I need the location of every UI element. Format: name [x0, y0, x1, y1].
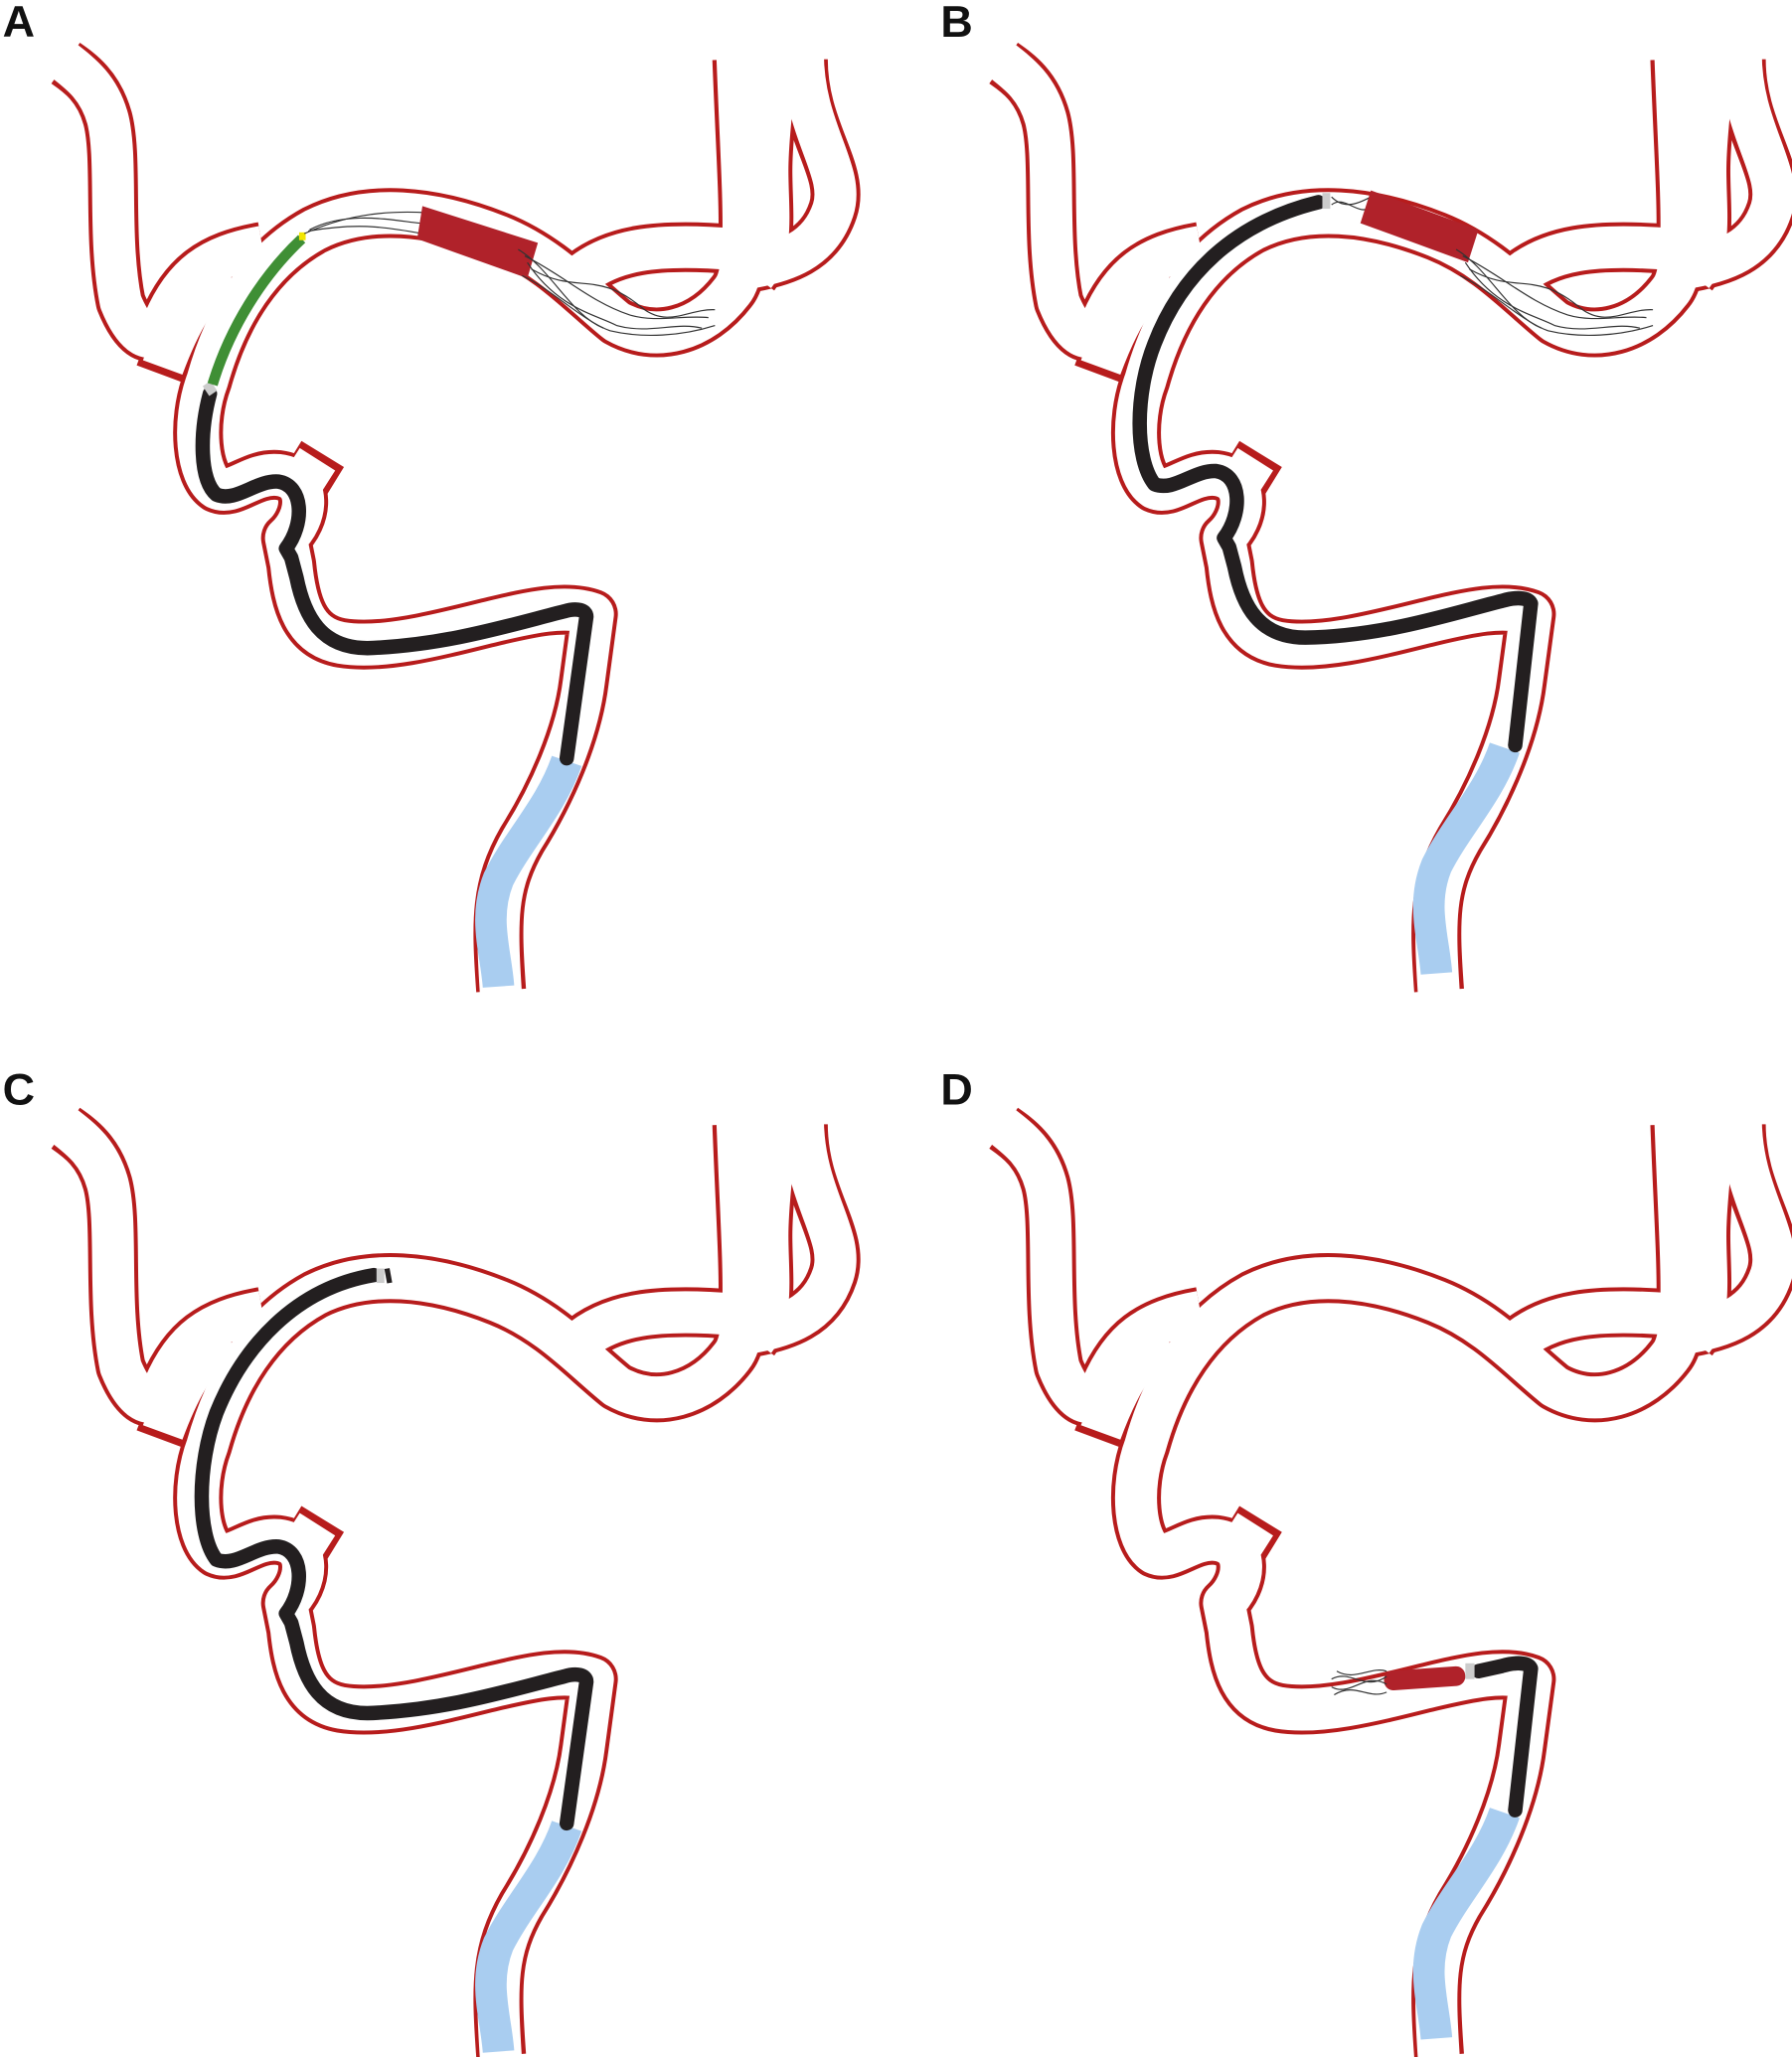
- aspiration-catheter: [1471, 1656, 1539, 1818]
- catheter-tip: [384, 1268, 393, 1284]
- panel-label-a: A: [3, 0, 35, 47]
- aspiration-catheter: [1132, 195, 1539, 753]
- thrombus: [1360, 190, 1479, 263]
- aspiration-catheter: [194, 1267, 594, 1831]
- thrombus: [416, 206, 539, 279]
- panel-d: D: [940, 1064, 1773, 2057]
- catheter-marker: [1465, 1662, 1475, 1679]
- panel-a: A: [3, 0, 836, 997]
- vessel-outline: [61, 1118, 836, 2057]
- aspiration-catheter: [195, 386, 594, 766]
- catheter-marker: [376, 1268, 385, 1284]
- microcatheter: [207, 235, 306, 387]
- panel-label-b: B: [940, 0, 972, 47]
- panel-label-d: D: [940, 1064, 972, 1115]
- panel-c: C: [3, 1064, 836, 2057]
- microcatheter-tip: [298, 232, 306, 240]
- vessel-outline: [998, 53, 1773, 997]
- panel-label-c: C: [3, 1064, 35, 1115]
- vessel-outline: [998, 1118, 1773, 2057]
- catheter-marker: [1322, 193, 1331, 210]
- vessel-outline: [61, 53, 836, 997]
- panel-b: B: [940, 0, 1773, 997]
- thrombus: [1384, 1665, 1466, 1691]
- catheter-marker: [202, 381, 218, 396]
- stent-mesh-proximal: [303, 211, 427, 235]
- stent-mesh: [1331, 1669, 1387, 1696]
